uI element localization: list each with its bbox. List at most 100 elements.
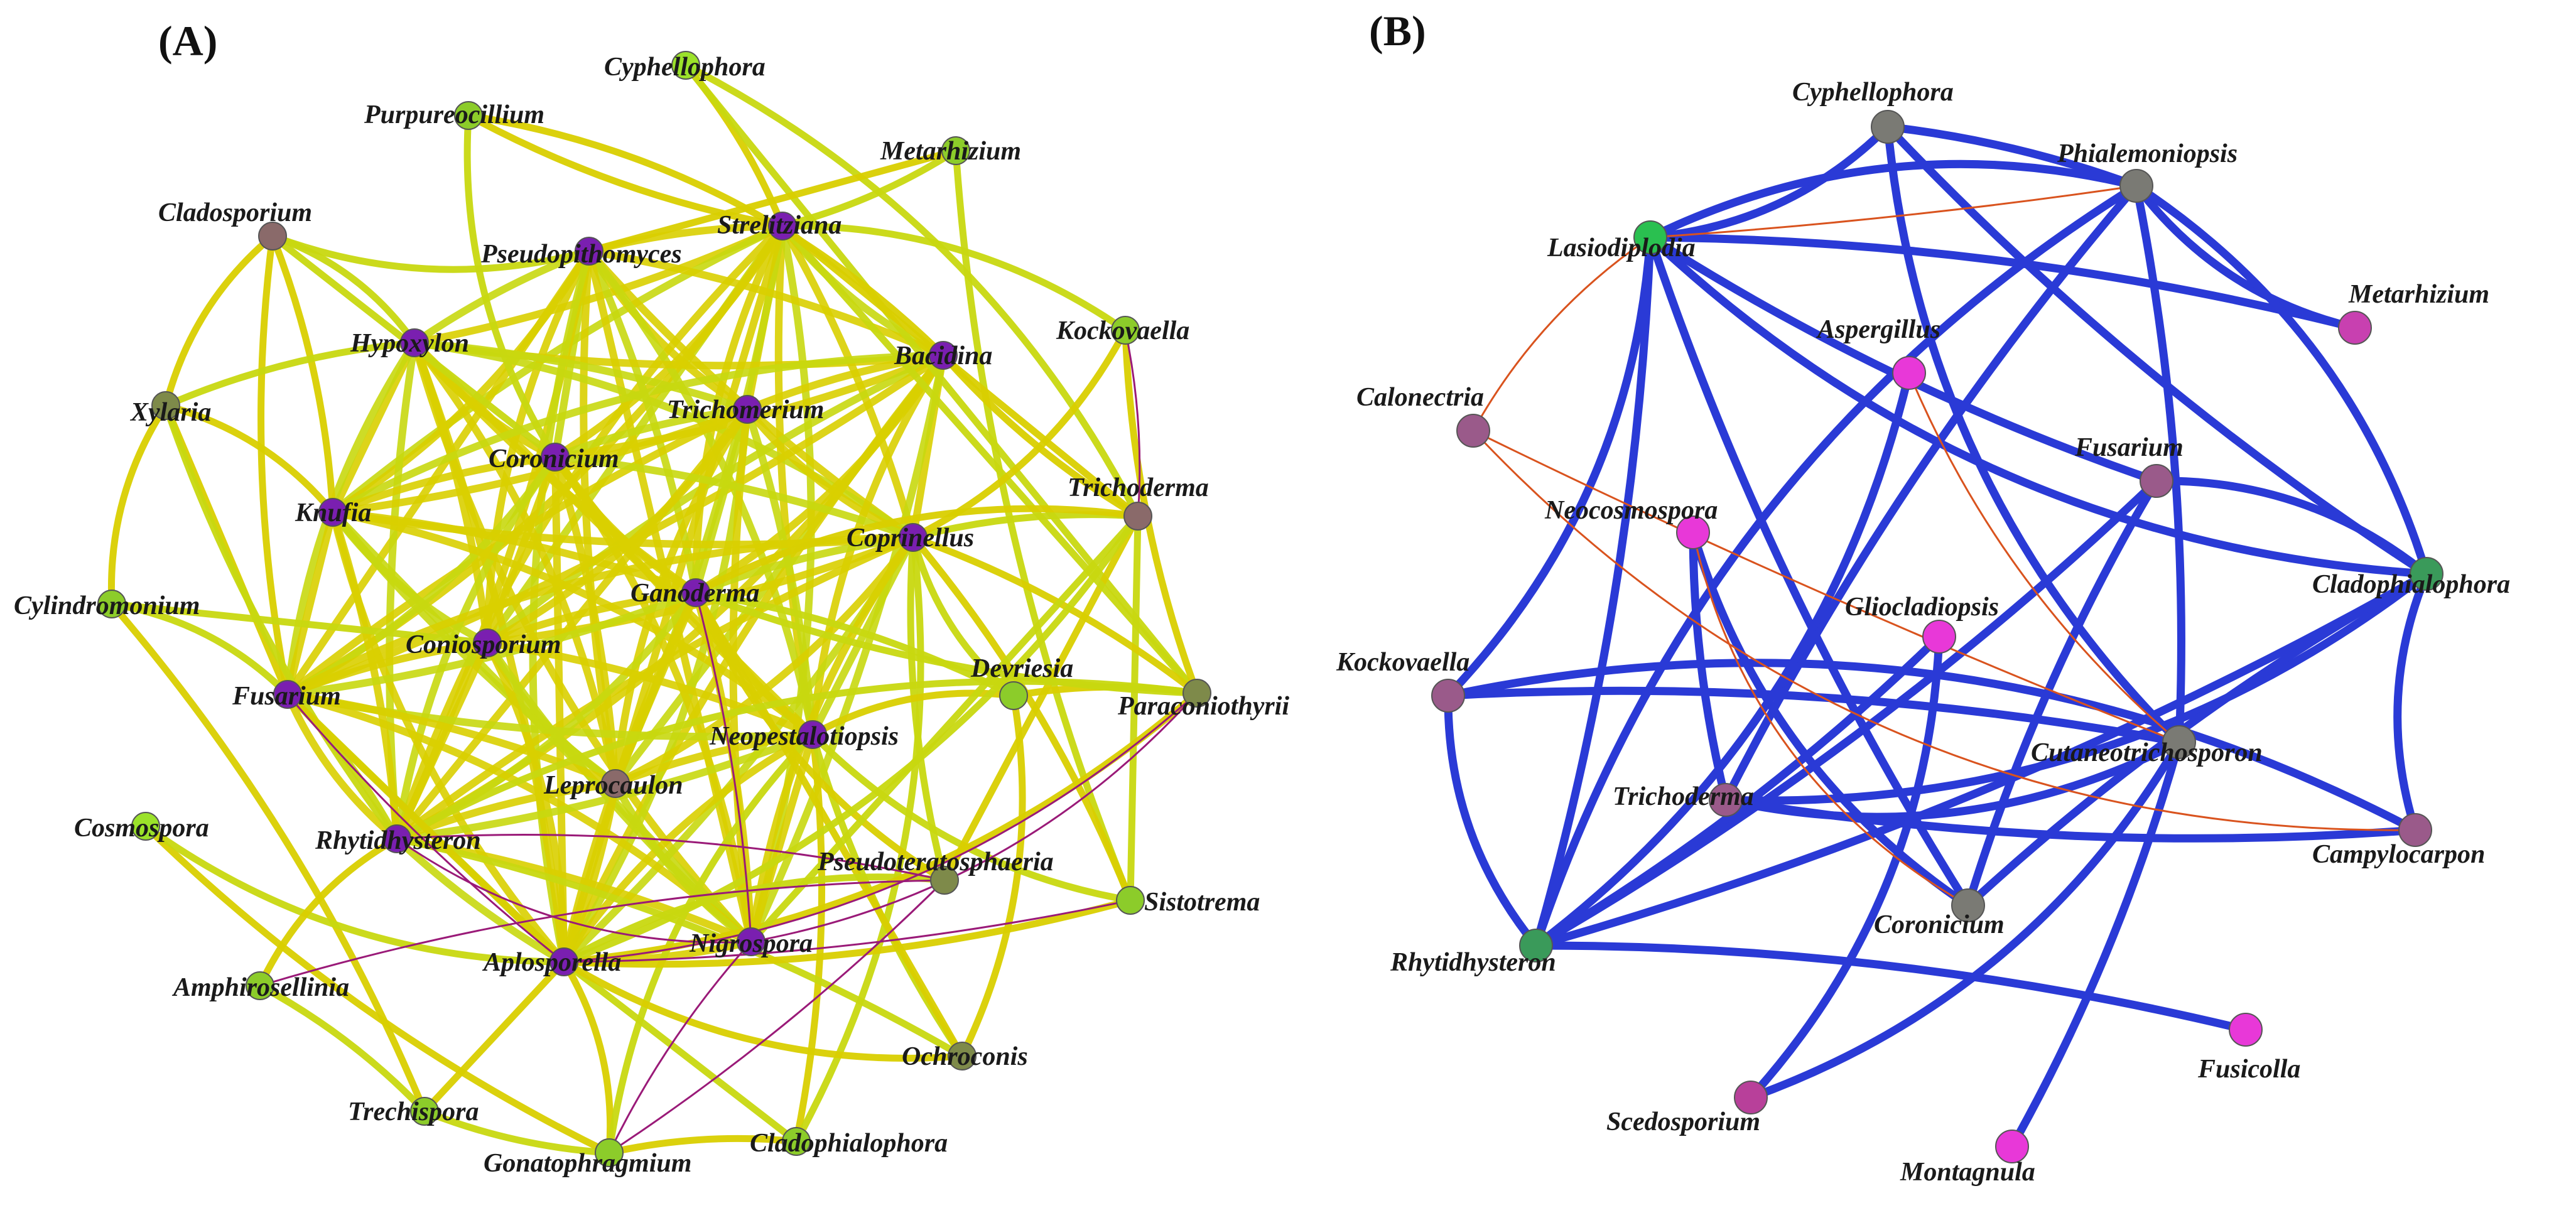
node-montagnula [1995, 1130, 2029, 1163]
positive-edge [2132, 181, 2359, 332]
positive-edge [1646, 159, 2141, 242]
positive-edge [1721, 738, 2184, 821]
positive-edge [411, 339, 755, 946]
panel-b-positive-edges [1444, 122, 2431, 1151]
positive-edge [421, 1108, 613, 1157]
node-label-devriesia: Devriesia [970, 654, 1073, 683]
positive-edge [612, 534, 917, 787]
node-label-fusarium: Fusarium [232, 682, 341, 711]
node-cyphellophora [1871, 110, 1905, 144]
node-devriesia [999, 681, 1028, 710]
negative-edge [259, 879, 946, 987]
positive-edge [585, 147, 960, 255]
node-strelitziana [768, 212, 797, 240]
node-label-kockovaella: Kockovaella [1336, 648, 1469, 677]
positive-edge [2132, 181, 2431, 578]
node-label-amphirosellinia: Amphirosellinia [171, 973, 349, 1002]
positive-edge [2393, 569, 2431, 834]
panel-a-negative-edges [259, 329, 1198, 1154]
positive-edge [162, 339, 418, 409]
node-gliocladiopsis [1922, 620, 1956, 654]
positive-edge [1532, 369, 1913, 950]
node-label-coniosporium: Coniosporium [406, 630, 561, 659]
node-label-strelitziana: Strelitziana [717, 211, 842, 240]
panel-b-letter: (B) [1369, 7, 1426, 55]
node-amphirosellinia [246, 971, 274, 1000]
positive-edge [162, 232, 276, 409]
node-label-gonatophragmium: Gonatophragmium [484, 1149, 691, 1178]
node-label-cylindromonium: Cylindromonium [14, 591, 200, 620]
node-neocosmospora [1676, 515, 1710, 549]
negative-edge [1908, 372, 2180, 743]
node-label-phialemoniopsis: Phialemoniopsis [2057, 139, 2238, 168]
positive-edge [411, 247, 593, 347]
node-label-fusicolla: Fusicolla [2197, 1055, 2300, 1084]
positive-edge [284, 639, 491, 698]
node-trichomerium [733, 395, 762, 424]
positive-edge [779, 222, 1201, 697]
positive-edge [1746, 738, 2184, 1102]
node-cutaneotrichosporon [2162, 725, 2196, 759]
positive-edge [809, 731, 1134, 904]
positive-edge [107, 402, 170, 608]
node-label-calonectria: Calonectria [1356, 383, 1484, 412]
node-scedosporium [1734, 1081, 1768, 1114]
positive-edge [284, 247, 593, 698]
node-paraconiothyrium [1182, 679, 1211, 708]
positive-edge [269, 232, 593, 273]
positive-edge [692, 406, 751, 596]
positive-edge [691, 222, 786, 596]
positive-edge [560, 512, 1142, 966]
node-campylocarpon [2398, 813, 2432, 847]
node-cladophialophora [782, 1127, 811, 1156]
positive-edge [605, 731, 816, 1157]
negative-edge [286, 693, 565, 963]
positive-edge [256, 835, 401, 990]
positive-edge [284, 691, 568, 966]
positive-edge [958, 692, 1026, 1060]
positive-edge [1646, 233, 2359, 332]
positive-edge [411, 339, 917, 541]
node-aspergillus [1892, 356, 1926, 390]
node-cyphellophora [671, 51, 700, 80]
positive-edge [1964, 477, 2161, 910]
positive-edge [1721, 181, 2141, 804]
positive-edge [551, 406, 751, 461]
node-label-trichoderma: Trichoderma [1068, 473, 1209, 502]
positive-edge [1689, 528, 1973, 910]
node-knufia [318, 498, 347, 527]
positive-edge [1444, 691, 1540, 950]
node-pseudopithomyces [575, 237, 603, 266]
positive-edge [612, 780, 755, 946]
node-kockovaella [1111, 316, 1140, 345]
positive-edge [465, 112, 786, 230]
negative-edge [1472, 429, 2416, 831]
positive-edge [560, 780, 619, 966]
negative-edge [608, 879, 946, 1154]
node-trechispora [410, 1097, 439, 1126]
node-kockovaella [1431, 679, 1465, 713]
node-cylindromonium [97, 590, 126, 618]
node-trichoderma [1709, 783, 1743, 817]
positive-edge [108, 600, 491, 647]
positive-edge [108, 600, 428, 1115]
positive-edge [1883, 122, 2431, 578]
node-label-hypoxylon: Hypoxylon [350, 329, 469, 358]
node-label-scedosporium: Scedosporium [1606, 1108, 1760, 1136]
positive-edge [1444, 233, 1655, 700]
node-label-coronicium: Coronicium [1874, 910, 2005, 939]
positive-edge [1532, 181, 2141, 950]
negative-edge [695, 591, 752, 943]
positive-edge [421, 958, 568, 1115]
node-label-xylaria: Xylaria [129, 398, 211, 427]
panel-b-nodes: CyphellophoraPhialemoniopsisLasiodiplodi… [1336, 78, 2510, 1187]
positive-edge [560, 958, 800, 1145]
panel-a-letter: (A) [158, 17, 217, 65]
node-coprinellus [899, 523, 928, 552]
node-label-cladophialophora: Cladophialophora [750, 1129, 948, 1158]
node-calonectria [1456, 414, 1490, 448]
node-label-pseudopithomyces: Pseudopithomyces [480, 240, 682, 269]
negative-edge [1124, 329, 1141, 517]
positive-edge [1964, 569, 2431, 910]
